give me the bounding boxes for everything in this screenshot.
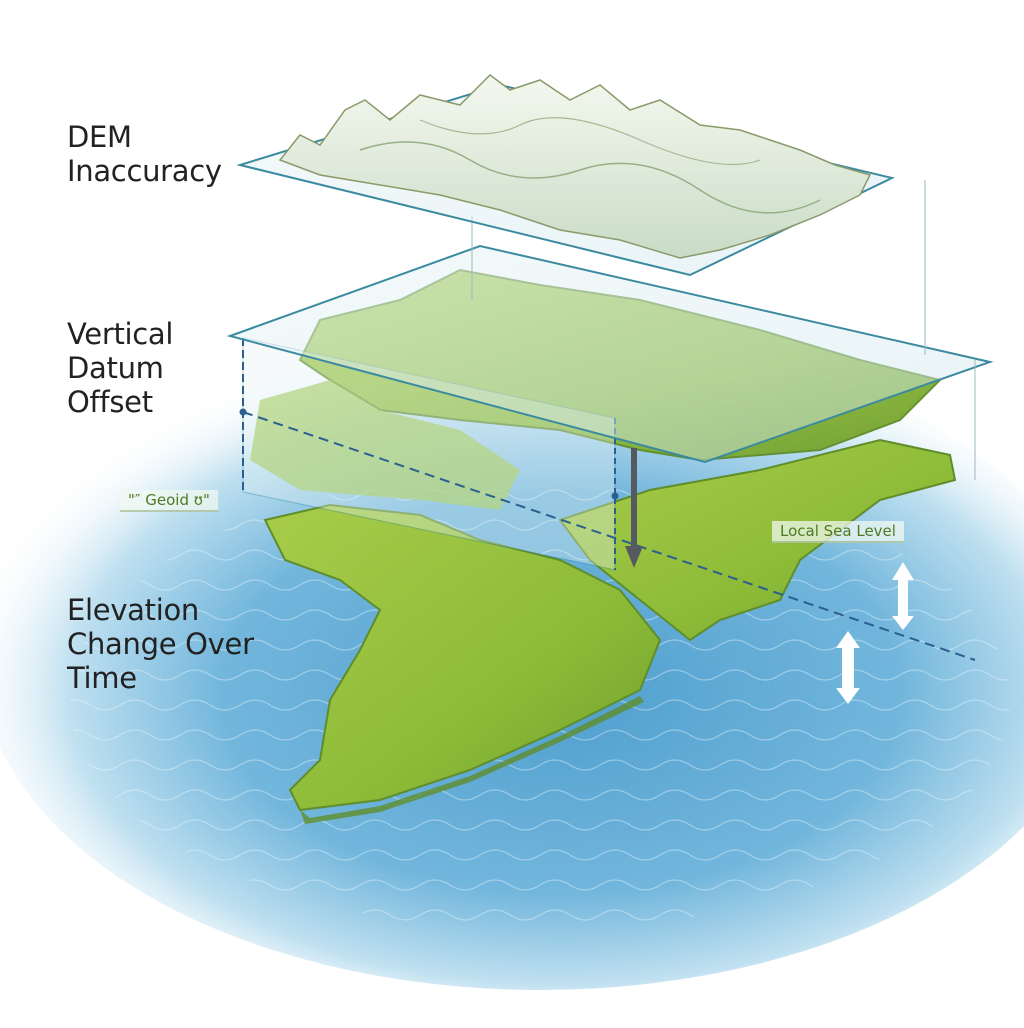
sea-level-arrow-icon — [892, 562, 914, 630]
sea-level-change-arrow-icon — [836, 631, 860, 704]
datum-offset-arrow-icon — [625, 448, 643, 568]
dem-mountains — [278, 74, 872, 259]
geoid-tag: "″ Geoid ʊ" — [120, 490, 218, 512]
dem-inaccuracy-label: DEM Inaccuracy — [67, 120, 222, 188]
geoid-dashed-line — [242, 411, 976, 661]
datum-plane — [226, 244, 994, 464]
vertical-datum-offset-label: Vertical Datum Offset — [67, 317, 174, 419]
landmass-south — [263, 503, 662, 812]
local-sea-level-tag: Local Sea Level — [772, 521, 904, 543]
elevation-change-label: Elevation Change Over Time — [67, 593, 254, 695]
